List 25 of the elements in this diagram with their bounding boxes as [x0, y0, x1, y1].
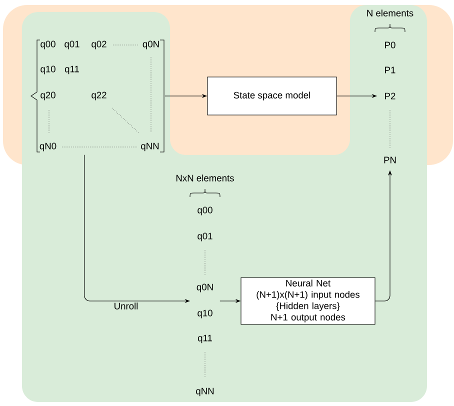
- element-label: q01: [64, 40, 80, 50]
- element-label: PN: [384, 156, 396, 164]
- element-label: P0: [385, 42, 396, 48]
- element-label: qNN: [196, 388, 214, 396]
- element-label: P1: [385, 66, 396, 74]
- element-label: P2: [385, 92, 396, 100]
- element-label: q0N: [142, 40, 159, 50]
- element-label: q00: [198, 206, 212, 216]
- element-label: q11: [64, 66, 79, 74]
- edge-label: Unroll: [114, 302, 138, 310]
- process-box: Neural Net (N+1)x(N+1) input nodes {Hidden layers} N+1 output nodes: [240, 277, 376, 325]
- element-label: qNN: [141, 142, 159, 152]
- element-label: q10: [40, 66, 56, 74]
- element-label: qN0: [40, 142, 56, 152]
- element-label: q11: [198, 334, 212, 344]
- element-label: q20: [40, 92, 56, 100]
- element-label: q10: [198, 310, 212, 318]
- element-label: q22: [92, 92, 106, 100]
- process-box: State space model: [207, 76, 337, 116]
- element-label: q00: [40, 40, 56, 50]
- element-label: q02: [92, 40, 106, 50]
- group-label: NxN elements: [176, 174, 234, 182]
- element-label: q0N: [196, 284, 213, 292]
- element-label: q01: [198, 232, 212, 242]
- group-label: N elements: [367, 10, 414, 16]
